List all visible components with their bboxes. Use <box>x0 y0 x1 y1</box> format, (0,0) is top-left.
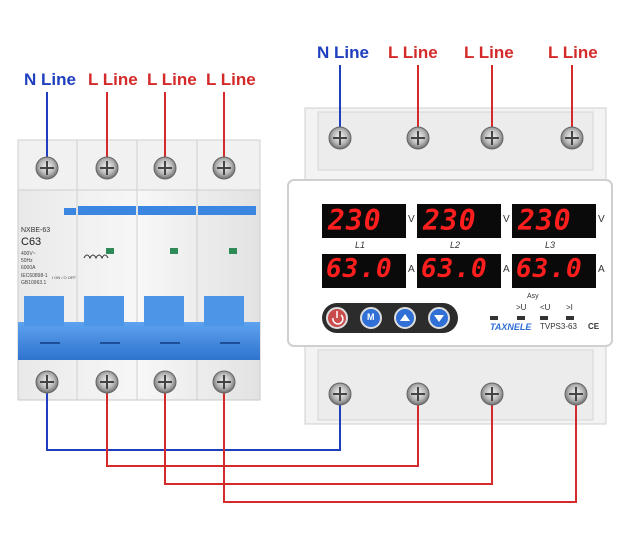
screw-icon <box>153 370 177 394</box>
volt-unit-2: V <box>503 214 510 225</box>
breaker-l-line-label-3: L Line <box>206 70 256 89</box>
brand-logo: TAXNELE <box>490 322 532 332</box>
breaker-spec-frequency: 50Hz <box>21 258 33 264</box>
screw-icon <box>406 126 430 150</box>
protector-l-line-label-2: L Line <box>464 43 514 62</box>
screw-icon <box>560 126 584 150</box>
screw-icon <box>406 382 430 406</box>
voltage-display-l1: 230 <box>328 204 382 237</box>
screw-icon <box>153 156 177 180</box>
voltage-protector <box>287 107 613 425</box>
screw-icon <box>95 156 119 180</box>
current-display-l2: 63.0 <box>421 254 488 284</box>
current-display-l3: 63.0 <box>516 254 583 284</box>
screw-icon <box>95 370 119 394</box>
volt-unit-1: V <box>408 214 415 225</box>
current-display-l1: 63.0 <box>326 254 393 284</box>
screw-icon <box>480 126 504 150</box>
phase-label-l3: L3 <box>545 240 556 250</box>
ce-mark: CE <box>588 322 600 331</box>
screw-icon <box>328 126 352 150</box>
asy-label: Asy <box>527 293 539 300</box>
wires <box>46 65 577 503</box>
indicator-under-voltage: <U <box>540 303 551 312</box>
screw-icon <box>480 382 504 406</box>
amp-unit-2: A <box>503 264 510 275</box>
amp-unit-3: A <box>598 264 605 275</box>
breaker-n-line-label: N Line <box>24 70 76 89</box>
protector-l-line-label-3: L Line <box>548 43 598 62</box>
screw-icon <box>212 370 236 394</box>
mode-button <box>360 307 382 329</box>
protector-n-line-label: N Line <box>317 43 369 62</box>
breaker-standard-2: GB10963.1 <box>21 280 47 286</box>
volt-unit-3: V <box>598 214 605 225</box>
circuit-breaker <box>17 139 261 401</box>
phase-label-l2: L2 <box>450 240 461 250</box>
phase-label-l1: L1 <box>355 240 366 250</box>
indicator-over-current: >I <box>566 303 573 312</box>
screw-icon <box>212 156 236 180</box>
breaker-model: NXBE-63 <box>21 227 51 234</box>
protector-model: TVPS3-63 <box>540 322 577 331</box>
screw-icon <box>328 382 352 406</box>
protector-l-line-label-1: L Line <box>388 43 438 62</box>
voltage-display-l3: 230 <box>518 204 572 237</box>
breaker-standard-1: IEC60898-1 <box>21 273 48 279</box>
indicator-over-voltage: >U <box>516 303 527 312</box>
screw-icon <box>35 370 59 394</box>
breaker-l-line-label-1: L Line <box>88 70 138 89</box>
breaker-on-off: I ON / O OFF <box>52 275 76 280</box>
terminal-screws <box>35 126 588 406</box>
breaker-rating: C63 <box>21 236 42 248</box>
breaker-spec-capacity: 6000A <box>21 265 36 271</box>
voltage-display-l2: 230 <box>423 204 477 237</box>
screw-icon <box>564 382 588 406</box>
amp-unit-1: A <box>408 264 415 275</box>
breaker-spec-voltage: 400V~ <box>21 251 36 257</box>
mode-button-label: M <box>367 312 375 322</box>
breaker-l-line-label-2: L Line <box>147 70 197 89</box>
screw-icon <box>35 156 59 180</box>
